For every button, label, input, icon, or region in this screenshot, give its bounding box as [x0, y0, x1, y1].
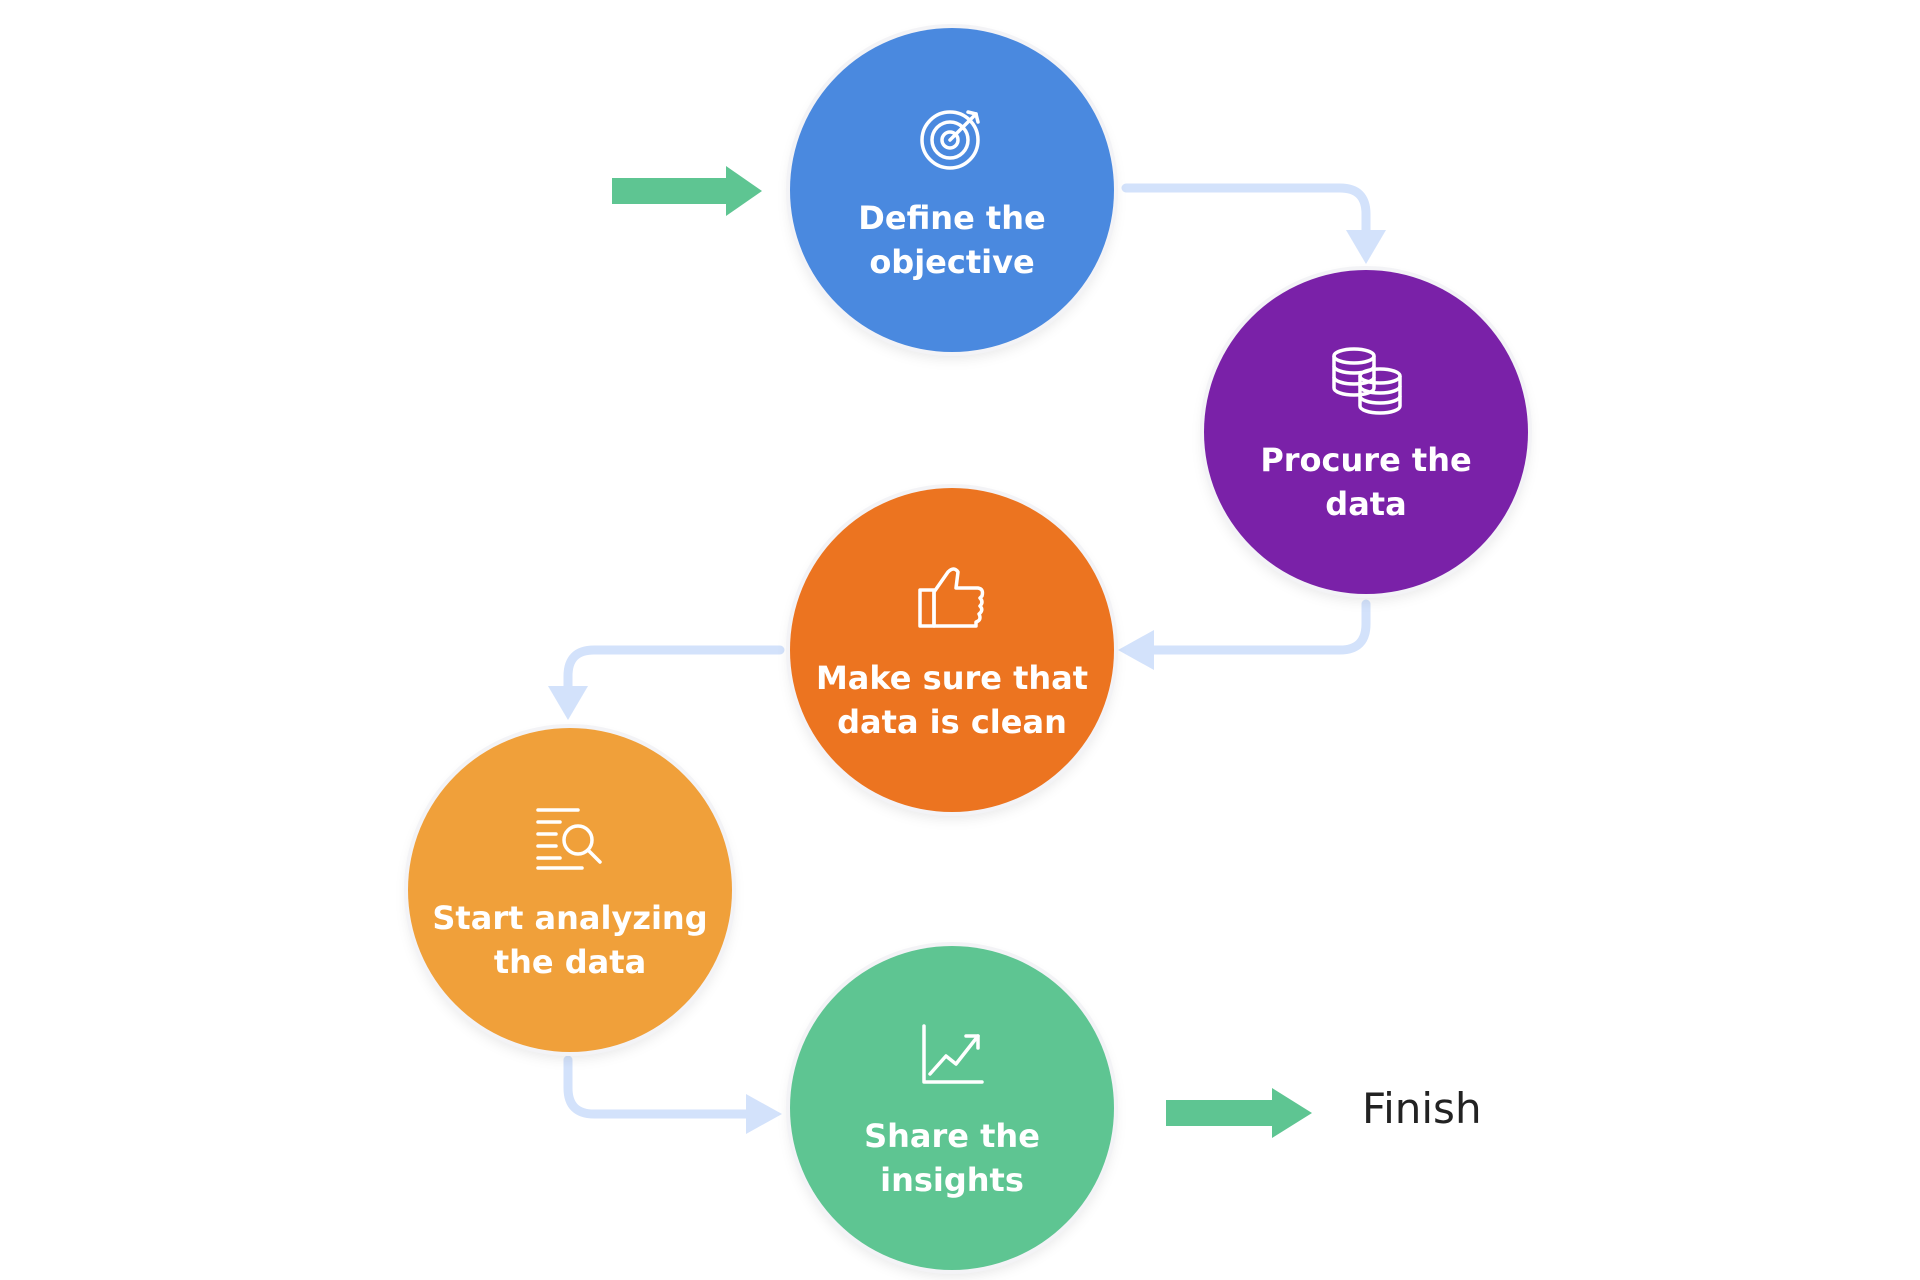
step-label: Make sure that data is clean [815, 659, 1089, 741]
connector-clean-analyze [548, 645, 785, 720]
step-label: Start analyzing the data [432, 899, 708, 981]
step-label: Procure the data [1260, 441, 1472, 523]
finish-label: Finish [1362, 1084, 1482, 1133]
start-arrow [612, 166, 762, 216]
step-clean-data: Make sure that data is clean [790, 488, 1114, 812]
document-search-icon [534, 802, 606, 874]
target-icon [916, 102, 988, 174]
step-procure-data: Procure the data [1204, 270, 1528, 594]
step-define-objective: Define the objective [790, 28, 1114, 352]
connector-procure-clean [1118, 599, 1371, 670]
step-analyze-data: Start analyzing the data [408, 728, 732, 1052]
connector-analyze-share [563, 1055, 782, 1134]
step-label: Share the insights [864, 1117, 1040, 1199]
step-label: Define the objective [858, 199, 1046, 281]
database-icon [1330, 344, 1402, 416]
step-share-insights: Share the insights [790, 946, 1114, 1270]
connector-define-procure [1121, 183, 1386, 264]
line-chart-icon [916, 1020, 988, 1092]
thumbs-up-icon [916, 562, 988, 634]
finish-arrow [1166, 1088, 1312, 1138]
